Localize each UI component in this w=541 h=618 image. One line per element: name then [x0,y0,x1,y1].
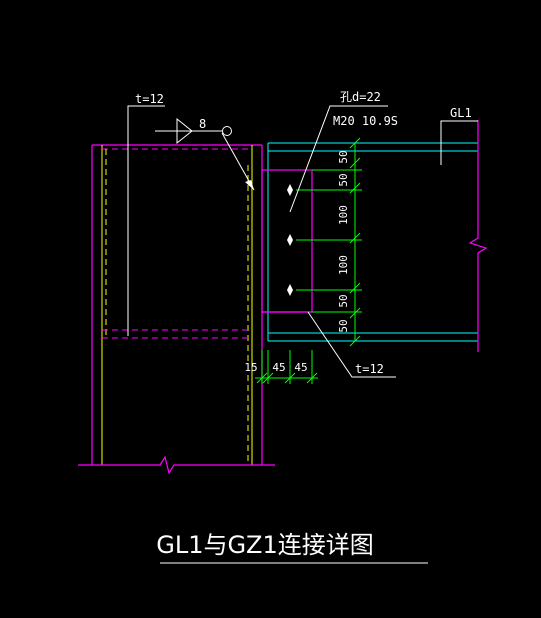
bolt-hole-label: 孔d=22 [340,90,381,104]
bolt-1-icon [287,184,293,196]
beam-leader [440,120,478,165]
bolt-3-icon [287,284,293,296]
vdim-label-6: 50 [337,319,350,332]
column-plate-label: t=12 [135,92,164,106]
shear-plate-outline [261,169,313,313]
column-break-line [78,455,275,475]
beam-label: GL1 [450,106,472,120]
vdim-label-4: 100 [337,255,350,275]
hdim-label-3: 45 [294,361,307,374]
lower-plate-callout: t=12 [307,311,396,378]
weld-fillet-icon [176,117,193,145]
vdim-label-1: 50 [337,150,350,163]
title-text: GL1与GZ1连接详图 [156,531,374,559]
vdim-extensions [296,169,362,313]
horizontal-dimension-chain: 15 45 45 [244,350,318,384]
lower-plate-label: t=12 [355,362,384,376]
weld-all-around-icon [222,126,232,136]
bolt-spec-label: M20 10.9S [333,114,398,128]
bolt-callout: 孔d=22 M20 10.9S [289,90,398,213]
lower-plate-leader [307,311,396,378]
vdim-ticks [349,137,361,347]
weld-arrow-leader [221,132,255,191]
vdim-label-5: 50 [337,294,350,307]
weld-callout: 8 [155,117,255,191]
vertical-dimension-chain: 50 50 100 100 50 50 [296,137,362,347]
weld-arrow-head-icon [245,180,254,190]
drawing-title: GL1与GZ1连接详图 [156,531,428,564]
column-plate-leader [127,105,165,336]
vdim-label-2: 50 [337,173,350,186]
shear-plate [261,169,313,313]
beam-callout: GL1 [440,106,478,165]
weld-size-label: 8 [199,117,206,131]
hdim-label-1: 15 [244,361,257,374]
bolt-2-icon [287,234,293,246]
hdim-ticks [256,372,318,384]
hdim-label-2: 45 [272,361,285,374]
bolts [287,184,293,296]
bolt-leader [289,105,388,213]
vdim-label-3: 100 [337,205,350,225]
beam-break-line [468,120,488,352]
beam-gl1 [267,120,488,352]
column-gz1 [78,144,275,475]
column-plate-callout: t=12 [127,92,165,336]
